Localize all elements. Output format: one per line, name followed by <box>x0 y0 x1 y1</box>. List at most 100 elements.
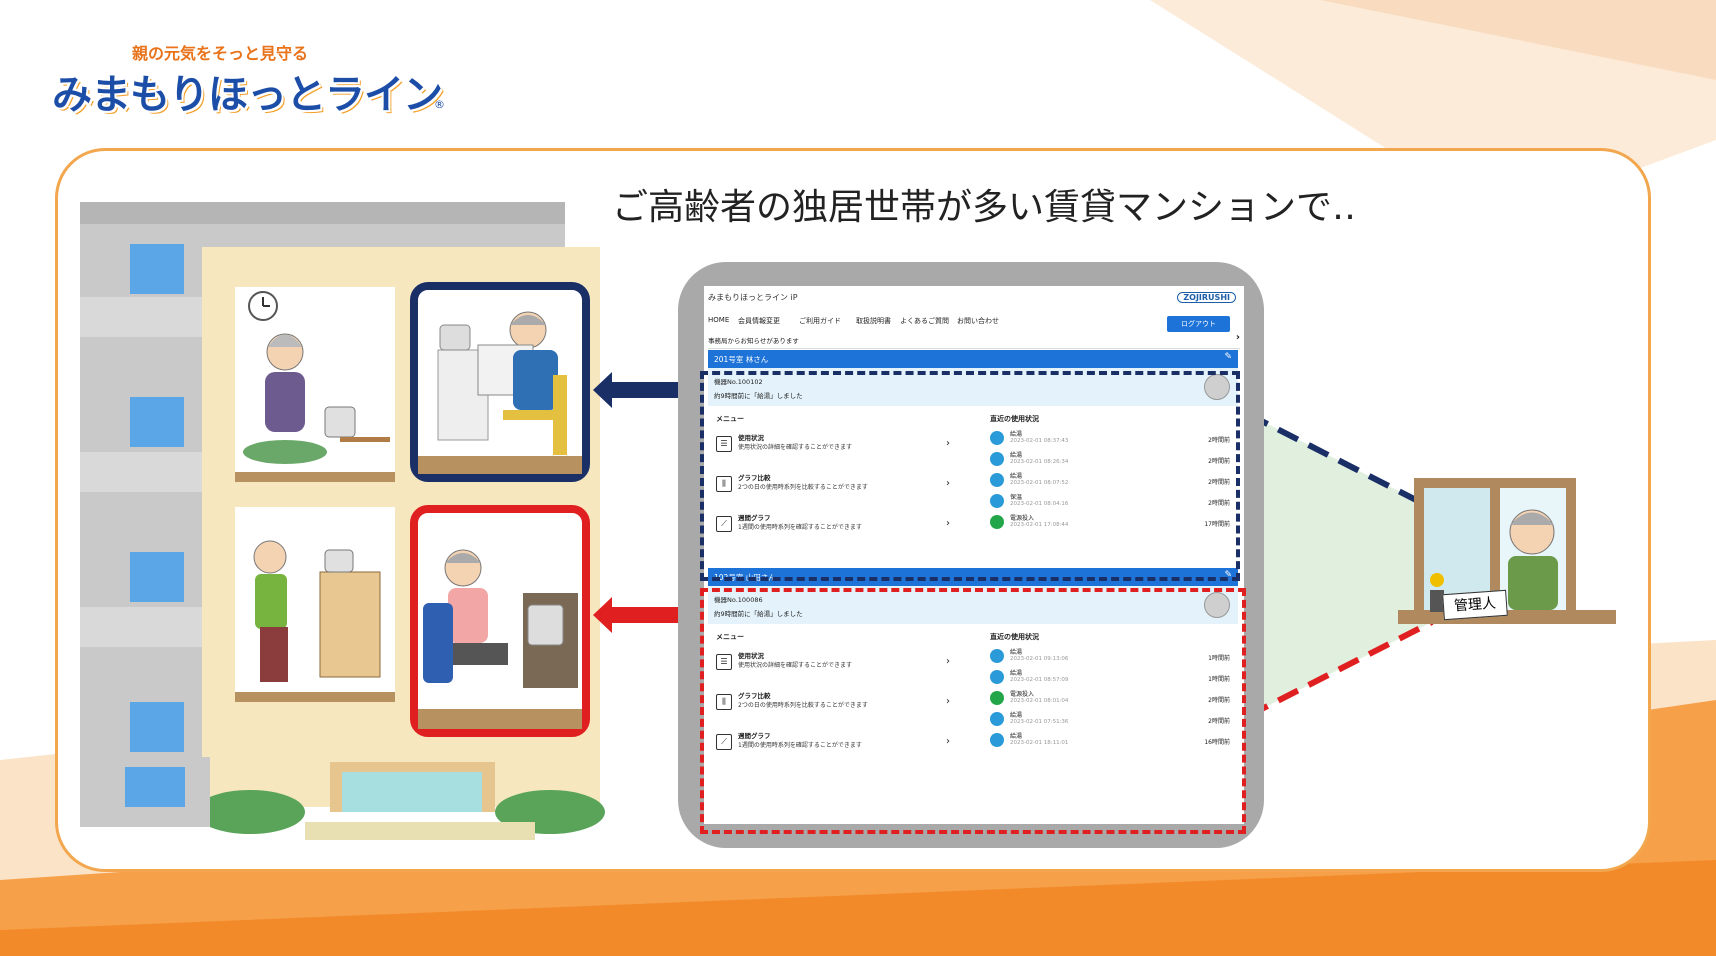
room-102-highlight <box>410 505 590 737</box>
usage-time: 2023-02-01 08:01:04 <box>1010 698 1069 704</box>
menu-title: メニュー <box>716 415 744 423</box>
logo-registered: ® <box>434 98 445 111</box>
usage-name: 保温 <box>1010 494 1023 501</box>
menu-item-label: 使用状況 <box>738 652 764 660</box>
pencil-icon[interactable]: ✎ <box>1224 352 1232 362</box>
usage-ago: 17時間前 <box>1204 521 1230 528</box>
usage-time: 2023-02-01 17:08:44 <box>1010 522 1069 528</box>
menu-item-graph-compare[interactable]: ⫼ グラフ比較 2つの日の使用時系列を比較することができます › <box>716 472 950 502</box>
chart-icon: ⟋ <box>716 734 732 750</box>
logo-name: みまもりほっとライン <box>52 72 443 118</box>
app-nav: HOME 会員情報変更 ご利用ガイド 取扱説明書 よくあるご質問 お問い合わせ … <box>704 312 1244 332</box>
usage-name: 給湯 <box>1010 670 1023 677</box>
card-header[interactable]: 201号室 林さん ✎ <box>708 350 1238 368</box>
power-icon <box>990 691 1004 705</box>
chevron-right-icon: › <box>946 696 950 707</box>
room-201-dashed-frame <box>700 371 1240 581</box>
usage-row: 給湯 2023-02-01 08:07:52 2時間前 <box>990 470 1230 492</box>
menu-item-desc: 2つの日の使用時系列を比較することができます <box>738 702 868 709</box>
resident-card-102: 102号室 山田さん ✎ 機器No.100086 約9時間前に「給湯」しました … <box>708 568 1238 764</box>
maker-logo: ZOJIRUSHI <box>1177 292 1236 303</box>
chevron-right-icon: › <box>946 478 950 489</box>
usage-time: 2023-02-01 18:11:01 <box>1010 740 1069 746</box>
menu-item-usage[interactable]: ☰ 使用状況 使用状況の詳細を確認することができます › <box>716 650 950 680</box>
manager-sign: 管理人 <box>1442 589 1508 621</box>
chevron-right-icon: › <box>946 656 950 667</box>
usage-row: 電源投入 2023-02-01 08:01:04 2時間前 <box>990 688 1230 710</box>
usage-name: 給湯 <box>1010 431 1023 438</box>
usage-time: 2023-02-01 08:07:52 <box>1010 480 1069 486</box>
chevron-right-icon: › <box>1235 332 1240 343</box>
device-number: 機器No.100086 <box>714 596 763 604</box>
usage-ago: 2時間前 <box>1208 437 1230 444</box>
usage-row: 給湯 2023-02-01 08:26:34 2時間前 <box>990 449 1230 471</box>
usage-ago: 2時間前 <box>1208 500 1230 507</box>
kettle-icon <box>990 712 1004 726</box>
usage-ago: 16時間前 <box>1204 739 1230 746</box>
nav-manual[interactable]: 取扱説明書 <box>856 317 891 325</box>
card-title: 201号室 林さん <box>714 355 769 364</box>
usage-time: 2023-02-01 08:57:09 <box>1010 677 1069 683</box>
nav-member-info[interactable]: 会員情報変更 <box>738 317 780 325</box>
usage-ago: 1時間前 <box>1208 655 1230 662</box>
menu-item-label: 週間グラフ <box>738 514 771 522</box>
usage-ago: 2時間前 <box>1208 479 1230 486</box>
room-201-highlight <box>410 282 590 482</box>
device-number: 機器No.100102 <box>714 378 763 386</box>
usage-time: 2023-02-01 07:51:36 <box>1010 719 1069 725</box>
logo-tagline: 親の元気をそっと見守る <box>132 44 309 63</box>
app-brand: みまもりほっとライン iP <box>708 293 798 302</box>
menu-item-usage[interactable]: ☰ 使用状況 使用状況の詳細を確認することができます › <box>716 432 950 462</box>
menu-item-weekly-graph[interactable]: ⟋ 週間グラフ 1週間の使用時系列を確認することができます › <box>716 512 950 542</box>
usage-time: 2023-02-01 09:13:06 <box>1010 656 1069 662</box>
kettle-icon <box>990 431 1004 445</box>
power-icon <box>990 515 1004 529</box>
menu-item-label: 週間グラフ <box>738 732 771 740</box>
card-body: メニュー 直近の使用状況 ☰ 使用状況 使用状況の詳細を確認することができます … <box>708 406 1238 546</box>
compare-icon: ⫼ <box>716 694 732 710</box>
usage-ago: 2時間前 <box>1208 458 1230 465</box>
resident-tv-illustration <box>418 549 582 729</box>
menu-item-desc: 使用状況の詳細を確認することができます <box>738 662 853 669</box>
menu-item-weekly-graph[interactable]: ⟋ 週間グラフ 1週間の使用時系列を確認することができます › <box>716 730 950 760</box>
nav-contact[interactable]: お問い合わせ <box>957 317 999 325</box>
last-status: 約9時間前に「給湯」しました <box>714 610 803 618</box>
usage-time: 2023-02-01 08:26:34 <box>1010 459 1069 465</box>
notice-bar[interactable]: 事務局からお知らせがあります › <box>708 330 1240 349</box>
avatar <box>1204 592 1230 618</box>
nav-faq[interactable]: よくあるご質問 <box>900 317 949 325</box>
usage-row: 保温 2023-02-01 08:04:16 2時間前 <box>990 491 1230 513</box>
pencil-icon[interactable]: ✎ <box>1224 570 1232 580</box>
app-screen: みまもりほっとライン iP ZOJIRUSHI HOME 会員情報変更 ご利用ガ… <box>704 286 1244 824</box>
room-102-dashed-frame <box>700 588 1246 834</box>
menu-item-desc: 2つの日の使用時系列を比較することができます <box>738 484 868 491</box>
nav-guide[interactable]: ご利用ガイド <box>799 317 841 325</box>
menu-item-label: グラフ比較 <box>738 474 771 482</box>
usage-row: 給湯 2023-02-01 09:13:06 1時間前 <box>990 646 1230 668</box>
usage-row: 給湯 2023-02-01 18:11:01 16時間前 <box>990 730 1230 752</box>
usage-name: 給湯 <box>1010 733 1023 740</box>
compare-icon: ⫼ <box>716 476 732 492</box>
card-info: 機器No.100086 約9時間前に「給湯」しました <box>708 586 1238 624</box>
menu-item-label: 使用状況 <box>738 434 764 442</box>
menu-item-desc: 1週間の使用時系列を確認することができます <box>738 742 862 749</box>
kettle-icon <box>990 473 1004 487</box>
card-body: メニュー 直近の使用状況 ☰ 使用状況 使用状況の詳細を確認することができます … <box>708 624 1238 764</box>
chevron-right-icon: › <box>946 736 950 747</box>
usage-ago: 2時間前 <box>1208 697 1230 704</box>
resident-reading-illustration <box>418 311 582 474</box>
notice-text: 事務局からお知らせがあります <box>708 337 799 345</box>
usage-time: 2023-02-01 08:37:43 <box>1010 438 1069 444</box>
usage-row: 給湯 2023-02-01 08:37:43 2時間前 <box>990 428 1230 450</box>
usage-name: 給湯 <box>1010 473 1023 480</box>
menu-title: メニュー <box>716 633 744 641</box>
menu-item-graph-compare[interactable]: ⫼ グラフ比較 2つの日の使用時系列を比較することができます › <box>716 690 950 720</box>
app-topbar: みまもりほっとライン iP ZOJIRUSHI <box>704 286 1244 312</box>
usage-time: 2023-02-01 08:04:16 <box>1010 501 1069 507</box>
usage-name: 電源投入 <box>1010 691 1035 698</box>
usage-name: 給湯 <box>1010 452 1023 459</box>
nav-home[interactable]: HOME <box>708 316 730 324</box>
usage-name: 給湯 <box>1010 712 1023 719</box>
usage-row: 電源投入 2023-02-01 17:08:44 17時間前 <box>990 512 1230 534</box>
logout-button[interactable]: ログアウト <box>1167 316 1230 332</box>
